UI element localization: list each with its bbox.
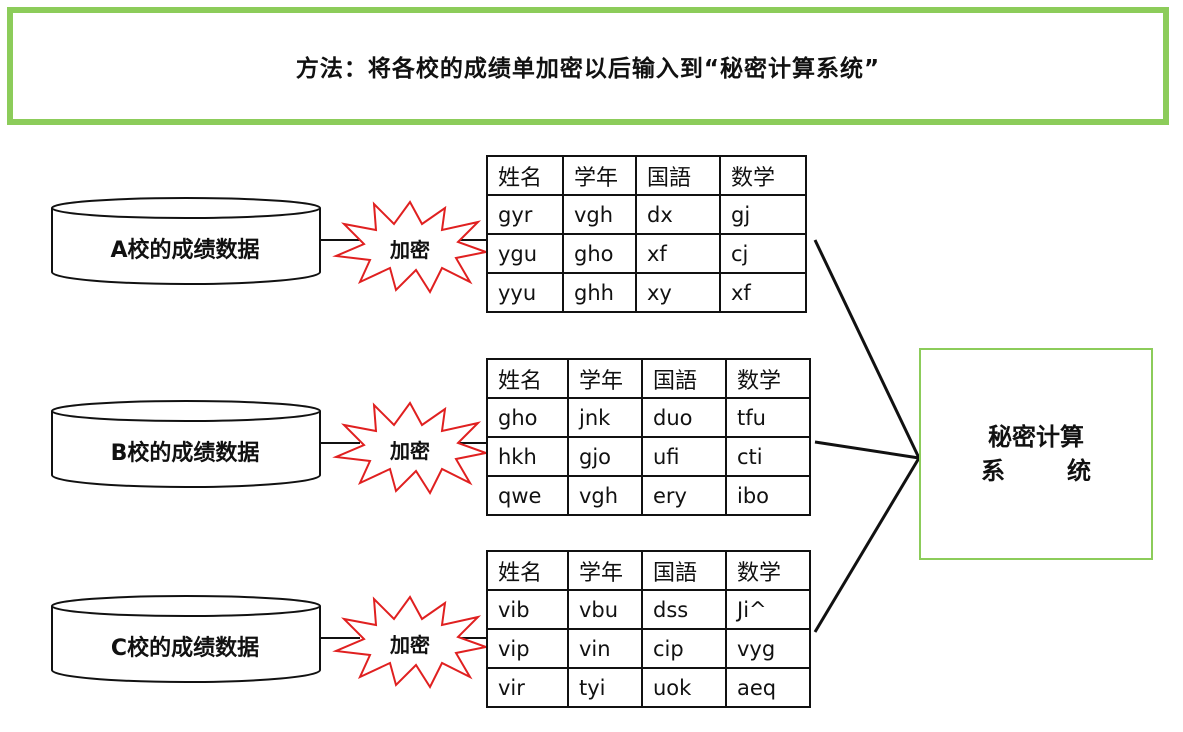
connector-c-system [813, 457, 921, 633]
starburst-icon [332, 200, 490, 295]
table-cell: tfu [725, 397, 811, 438]
table-cell: qwe [486, 475, 569, 516]
table-row: hkh gjo ufi cti [486, 436, 811, 477]
table-cell: vgh [562, 194, 637, 235]
table-row: gho jnk duo tfu [486, 397, 811, 438]
header-cell: 数学 [719, 155, 807, 196]
encrypt-burst-b: 加密 [330, 397, 490, 497]
header-cell: 姓名 [486, 550, 569, 591]
table-row: vir tyi uok aeq [486, 667, 811, 708]
table-cell: gho [562, 233, 637, 274]
table-cell: gho [486, 397, 569, 438]
table-cell: Ji^ [725, 589, 811, 630]
header-cell: 国語 [641, 550, 727, 591]
table-cell: vgh [567, 475, 643, 516]
table-row: yyu ghh xy xf [486, 272, 807, 313]
table-cell: vir [486, 667, 569, 708]
table-cell: yyu [486, 272, 564, 313]
table-header-row: 姓名 学年 国語 数学 [486, 550, 811, 591]
table-cell: vib [486, 589, 569, 630]
database-cylinder-icon [51, 400, 321, 488]
starburst-icon [332, 401, 490, 496]
encrypt-burst-c: 加密 [330, 591, 490, 691]
system-label-line1: 秘密计算 [988, 423, 1084, 451]
table-row: gyr vgh dx gj [486, 194, 807, 235]
header-cell: 姓名 [486, 358, 569, 399]
table-cell: duo [641, 397, 727, 438]
table-row: vip vin cip vyg [486, 628, 811, 669]
table-row: ygu gho xf cj [486, 233, 807, 274]
database-c: C校的成绩数据 [50, 594, 321, 684]
table-c: 姓名 学年 国語 数学 vib vbu dss Ji^ vip vin cip … [486, 550, 811, 708]
table-cell: vip [486, 628, 569, 669]
table-a: 姓名 学年 国語 数学 gyr vgh dx gj ygu gho xf cj … [486, 155, 807, 313]
connector-a-system [813, 239, 921, 459]
table-cell: cj [719, 233, 807, 274]
system-label-line2-right: 统 [1067, 457, 1091, 485]
secret-computation-system-box: 秘密计算 系 统 [919, 348, 1153, 560]
table-cell: hkh [486, 436, 569, 477]
system-label-line2-left: 系 [981, 457, 1005, 485]
table-cell: tyi [567, 667, 643, 708]
database-a: A校的成绩数据 [50, 196, 321, 286]
table-cell: cti [725, 436, 811, 477]
connector-b-system [814, 440, 920, 460]
table-cell: ery [641, 475, 727, 516]
header-cell: 学年 [562, 155, 637, 196]
header-title: 方法：将各校的成绩单加密以后输入到“秘密计算系统” [295, 56, 881, 82]
table-cell: ygu [486, 233, 564, 274]
table-cell: dss [641, 589, 727, 630]
header-cell: 姓名 [486, 155, 564, 196]
database-label: A校的成绩数据 [110, 238, 260, 263]
starburst-icon [332, 595, 490, 690]
table-header-row: 姓名 学年 国語 数学 [486, 358, 811, 399]
table-cell: ufi [641, 436, 727, 477]
table-cell: gyr [486, 194, 564, 235]
table-cell: gj [719, 194, 807, 235]
table-cell: xf [635, 233, 721, 274]
header-cell: 学年 [567, 358, 643, 399]
header-cell: 学年 [567, 550, 643, 591]
encrypt-label: 加密 [390, 238, 430, 262]
table-cell: vyg [725, 628, 811, 669]
encrypt-label: 加密 [390, 633, 430, 657]
database-cylinder-icon [51, 197, 321, 285]
table-cell: vbu [567, 589, 643, 630]
table-cell: cip [641, 628, 727, 669]
header-cell: 数学 [725, 550, 811, 591]
table-cell: ibo [725, 475, 811, 516]
table-b: 姓名 学年 国語 数学 gho jnk duo tfu hkh gjo ufi … [486, 358, 811, 516]
table-cell: xf [719, 272, 807, 313]
table-row: qwe vgh ery ibo [486, 475, 811, 516]
table-cell: dx [635, 194, 721, 235]
encrypt-burst-a: 加密 [330, 196, 490, 296]
table-cell: ghh [562, 272, 637, 313]
table-header-row: 姓名 学年 国語 数学 [486, 155, 807, 196]
system-label-line2: 系 统 [981, 454, 1091, 488]
table-cell: vin [567, 628, 643, 669]
header-cell: 数学 [725, 358, 811, 399]
header-cell: 国語 [635, 155, 721, 196]
header-banner: 方法：将各校的成绩单加密以后输入到“秘密计算系统” [7, 7, 1169, 125]
table-cell: jnk [567, 397, 643, 438]
table-cell: aeq [725, 667, 811, 708]
table-cell: xy [635, 272, 721, 313]
database-b: B校的成绩数据 [50, 399, 321, 489]
header-cell: 国語 [641, 358, 727, 399]
database-label: B校的成绩数据 [110, 441, 260, 466]
table-cell: uok [641, 667, 727, 708]
database-cylinder-icon [51, 595, 321, 683]
table-cell: gjo [567, 436, 643, 477]
database-label: C校的成绩数据 [110, 636, 260, 661]
encrypt-label: 加密 [390, 439, 430, 463]
table-row: vib vbu dss Ji^ [486, 589, 811, 630]
